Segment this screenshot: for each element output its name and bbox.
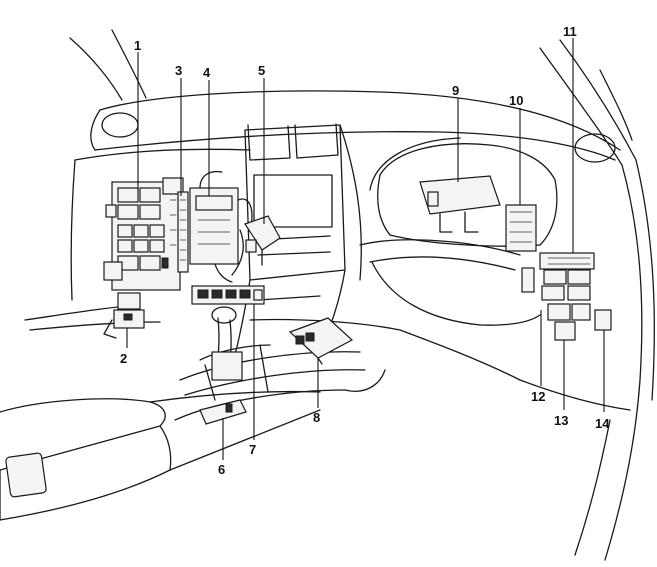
center-console	[174, 306, 386, 421]
leader-lines	[126, 38, 605, 460]
relay-block-right	[521, 252, 612, 341]
callout-labels: 1 2 3 4 5 6 7 8 9 10 11 12 13 14	[120, 24, 610, 477]
airbag-ecu-8	[288, 317, 354, 365]
instrument-cluster-hood	[369, 137, 558, 247]
windshield-outline	[69, 29, 637, 166]
center-stack	[234, 123, 362, 356]
relay-2	[103, 292, 145, 339]
callout-2: 2	[120, 351, 127, 366]
callout-1: 1	[134, 38, 141, 53]
connector-module-10	[505, 204, 537, 252]
callout-4: 4	[203, 65, 211, 80]
callout-11: 11	[563, 24, 577, 39]
armrest	[0, 390, 321, 521]
relay-module-5	[244, 215, 281, 266]
connector-bar-7	[191, 285, 265, 305]
callout-3: 3	[175, 63, 182, 78]
cluster-module-9	[419, 175, 501, 233]
callout-12: 12	[531, 389, 545, 404]
callout-7: 7	[249, 442, 256, 457]
sensor-6	[199, 399, 247, 425]
connector-strip	[177, 191, 189, 273]
dashboard-top	[90, 90, 621, 163]
callout-8: 8	[313, 410, 320, 425]
callout-10: 10	[509, 93, 523, 108]
ecu-module	[189, 170, 253, 283]
callout-13: 13	[554, 413, 568, 428]
junction-block-left	[103, 177, 184, 291]
callout-14: 14	[595, 416, 610, 431]
callout-9: 9	[452, 83, 459, 98]
callout-5: 5	[258, 63, 265, 78]
right-door-frame	[574, 159, 655, 561]
callout-6: 6	[218, 462, 225, 477]
